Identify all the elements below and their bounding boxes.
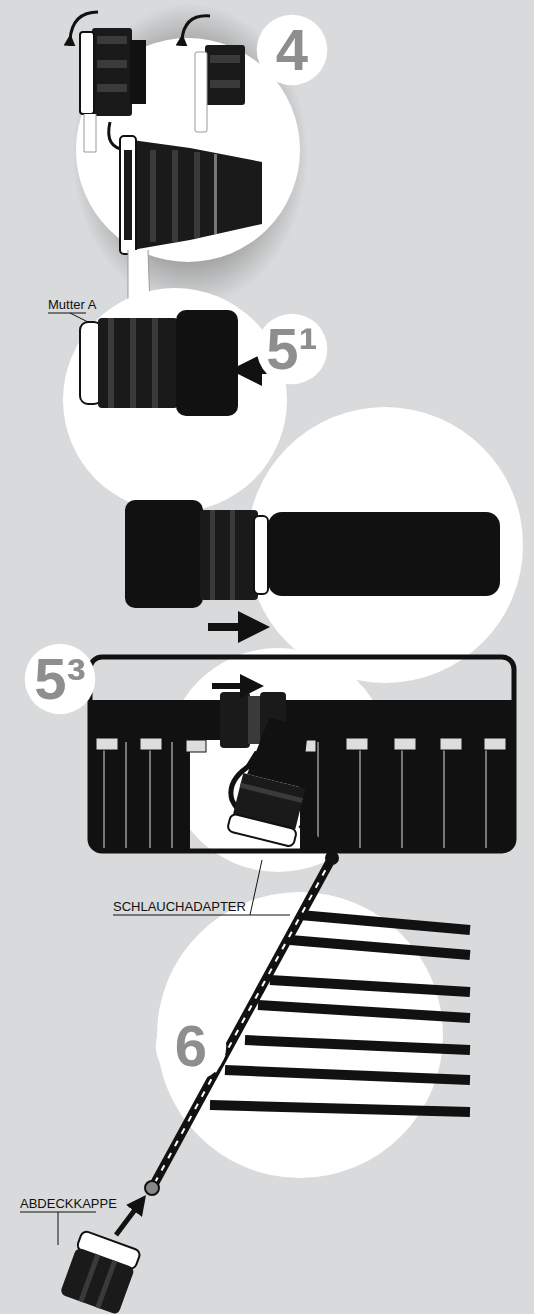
step-number: 5³ (24, 643, 96, 715)
step-badge: 6 (155, 1010, 227, 1082)
part-label: SCHLAUCHADAPTER (113, 899, 246, 914)
part-label: ABDECKKAPPE (20, 1196, 117, 1211)
step-badge: 4 (256, 14, 328, 86)
step-badge: 5³ (24, 643, 96, 715)
part-label: Mutter A (48, 297, 96, 312)
step-6-art (20, 714, 470, 1314)
step-number: 5¹ (256, 313, 328, 385)
step-5-3-art (90, 648, 514, 872)
step-number: 6 (155, 1010, 227, 1082)
step-5-1-art (48, 288, 523, 683)
step-badge: 5¹ (256, 313, 328, 385)
step-number: 4 (256, 14, 328, 86)
